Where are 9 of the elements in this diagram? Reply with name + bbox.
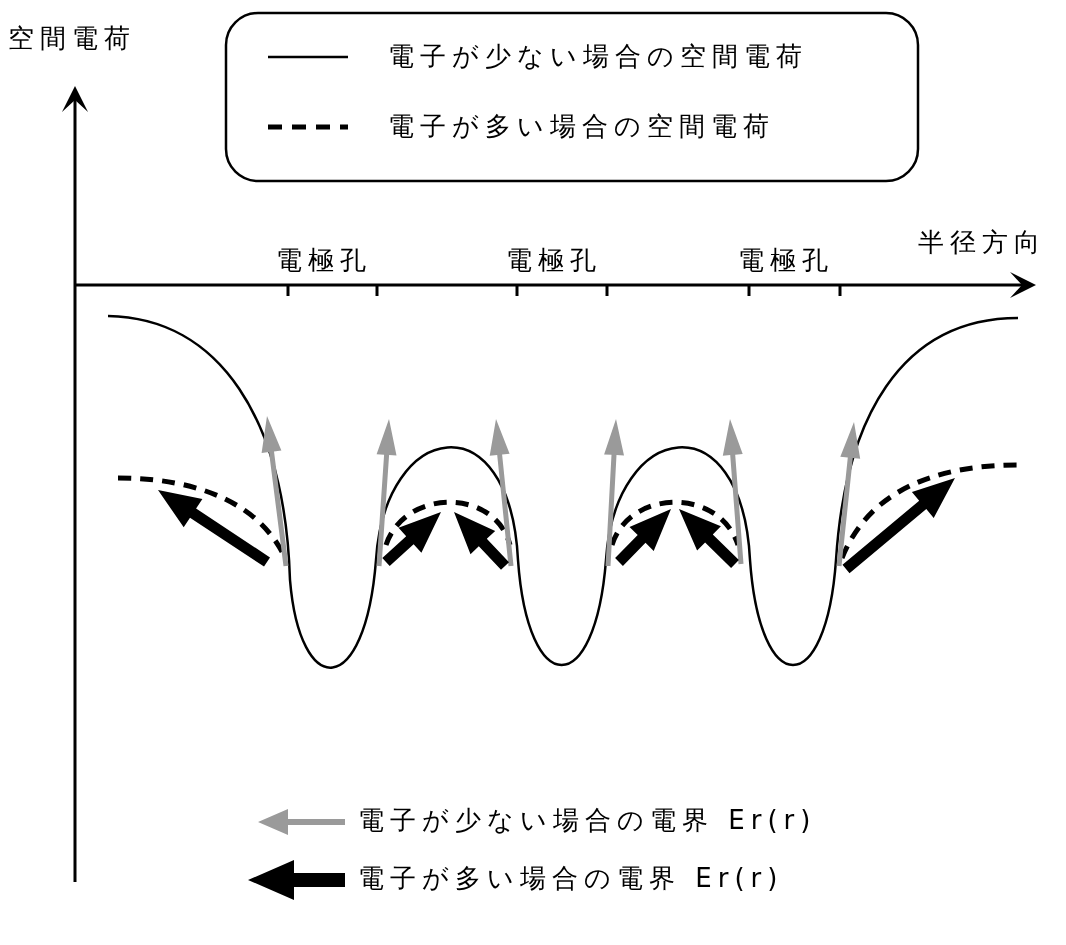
legend-text: 電子が少ない場合の電界 Er(r) bbox=[358, 806, 817, 835]
hole-label: 電極孔 bbox=[506, 246, 602, 275]
legend-text: 電子が多い場合の空間電荷 bbox=[388, 112, 775, 141]
hole-label: 電極孔 bbox=[738, 246, 834, 275]
axis-label: 空間電荷 bbox=[8, 24, 136, 53]
hole-label: 電極孔 bbox=[276, 246, 372, 275]
legend-text: 電子が多い場合の電界 Er(r) bbox=[358, 864, 784, 893]
legend-text: 電子が少ない場合の空間電荷 bbox=[388, 42, 808, 71]
axis-label: 半径方向 bbox=[918, 228, 1046, 257]
